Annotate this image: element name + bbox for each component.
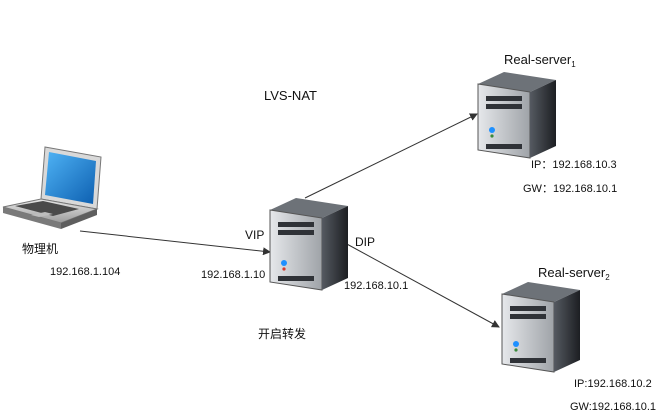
- laptop-icon: [2, 146, 102, 229]
- real-server-2-subscript: 2: [605, 273, 610, 282]
- dip-label: DIP: [355, 235, 376, 249]
- real-server-2-gw-value: 192.168.10.1: [591, 401, 657, 413]
- client-to-director-line: [79, 230, 271, 256]
- real-server-2-gw: GW:192.168.10.1: [570, 400, 656, 414]
- real-server-1-ip-label: IP：: [531, 159, 553, 171]
- director-to-rs2-line: [344, 242, 500, 328]
- client-ip: 192.168.1.104: [50, 266, 121, 278]
- forwarding-note: 开启转发: [258, 327, 307, 341]
- real-server-2-gw-label: GW:: [570, 401, 592, 413]
- real-server-2-icon: [501, 282, 580, 373]
- director-to-rs1-line: [304, 113, 478, 199]
- diagram-title: LVS-NAT: [264, 88, 317, 103]
- real-server-1-gw-label: GW：: [523, 183, 553, 195]
- real-server-2-ip: IP:192.168.10.2: [574, 377, 652, 391]
- real-server-2-ip-label: IP:: [574, 378, 588, 390]
- real-server-1-ip: IP：192.168.10.3: [531, 158, 617, 172]
- real-server-1-icon: [477, 72, 556, 159]
- real-server-2-title: Real-server2: [538, 265, 610, 283]
- real-server-1-gw: GW：192.168.10.1: [523, 182, 617, 196]
- real-server-1-title: Real-server1: [504, 52, 576, 70]
- real-server-1-gw-value: 192.168.10.1: [552, 183, 618, 195]
- real-server-2-name: Real-server: [538, 265, 606, 280]
- dip-address: 192.168.10.1: [344, 280, 409, 292]
- vip-address: 192.168.1.10: [201, 269, 266, 281]
- real-server-1-name: Real-server: [504, 52, 572, 67]
- vip-label: VIP: [245, 228, 265, 242]
- client-label: 物理机: [22, 242, 59, 256]
- real-server-2-ip-value: 192.168.10.2: [587, 378, 652, 390]
- real-server-1-subscript: 1: [571, 60, 576, 69]
- real-server-1-ip-value: 192.168.10.3: [552, 159, 617, 171]
- director-server-icon: [269, 198, 348, 291]
